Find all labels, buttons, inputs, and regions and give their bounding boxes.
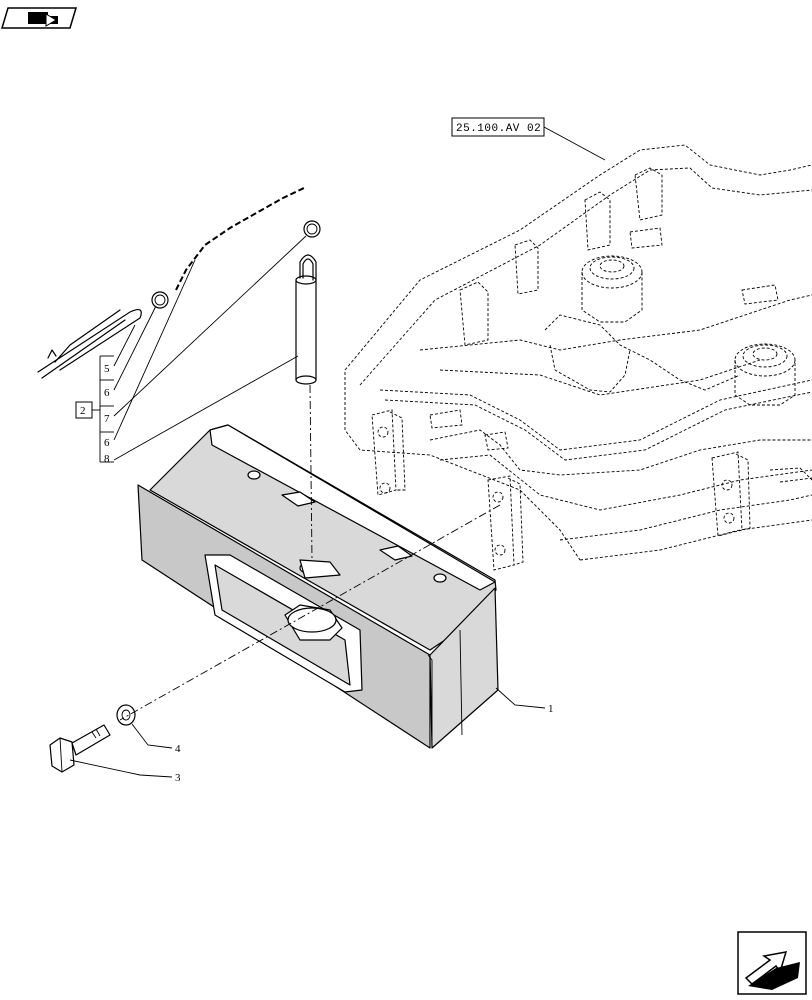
reference-callout[interactable]: 25.100.AV 02 [451, 117, 606, 161]
bolt [49, 724, 111, 773]
callout-6-upper: 6 [104, 387, 110, 399]
hitch-pin [295, 254, 317, 385]
callout-5: 5 [104, 363, 110, 375]
next-page-arrow-icon[interactable] [737, 931, 807, 995]
split-ring-6 [151, 291, 169, 309]
callout-4: 4 [175, 743, 181, 755]
reference-label: 25.100.AV 02 [456, 123, 541, 135]
group-callout-box[interactable]: 2 [75, 401, 93, 419]
callout-8: 8 [104, 453, 110, 465]
chain [175, 187, 305, 291]
split-ring-7 [303, 220, 321, 238]
callout-1: 1 [548, 703, 554, 715]
callout-7: 7 [104, 413, 110, 425]
group-bracket [92, 355, 114, 463]
callout-3: 3 [175, 772, 181, 784]
page-back-icon[interactable] [0, 7, 78, 29]
chassis-frame [344, 144, 812, 571]
counterweight [137, 424, 499, 749]
callout-6-lower: 6 [104, 437, 110, 449]
group-number: 2 [80, 405, 86, 417]
washer [116, 704, 136, 726]
linch-pin [37, 308, 142, 379]
